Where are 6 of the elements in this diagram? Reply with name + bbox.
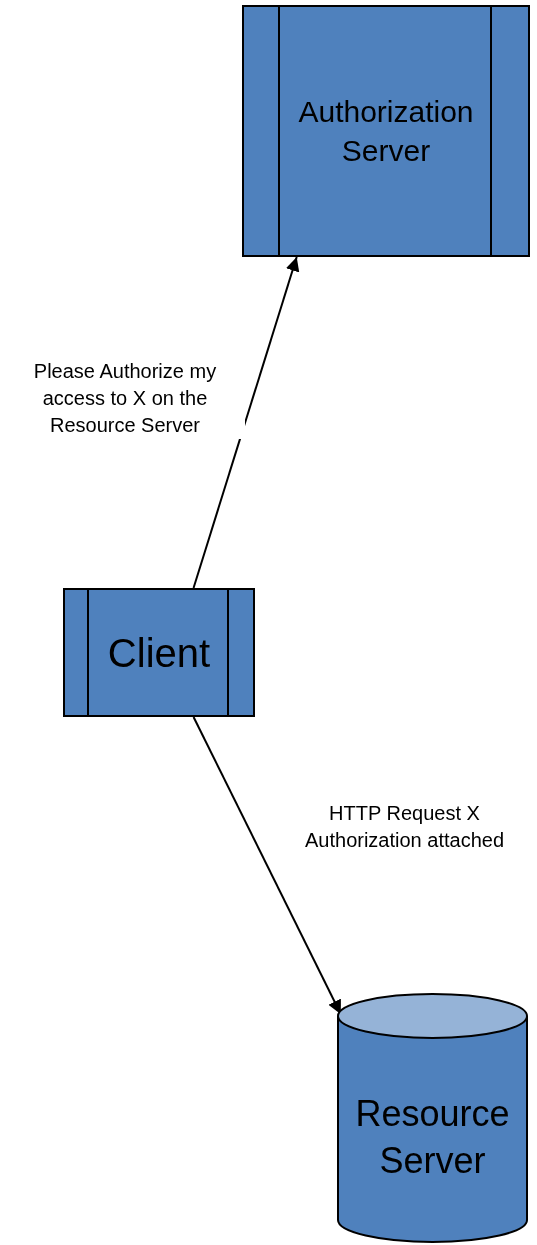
node-label: Authorization Server: [297, 94, 475, 169]
node-label: Client: [107, 629, 211, 677]
process-box: [63, 588, 255, 717]
process-box: [242, 5, 530, 257]
node-label: Resource Server: [354, 1092, 511, 1183]
arrow: [192, 256, 300, 589]
